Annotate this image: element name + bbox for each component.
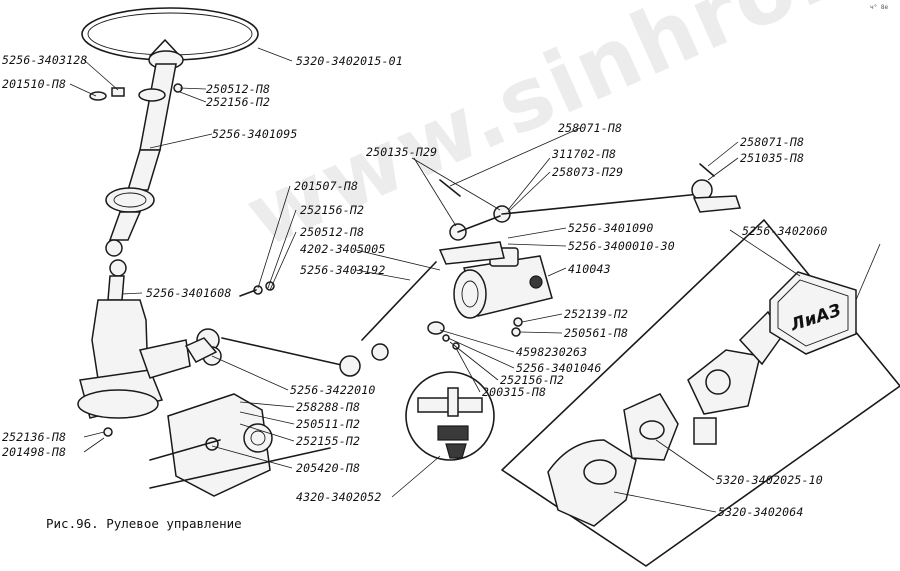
- callout-label: 4598230263: [516, 345, 588, 359]
- callout-label: 250512-П8: [206, 82, 271, 96]
- callout-label: 311702-П8: [552, 147, 617, 161]
- callout-label: 5320-3402064: [718, 505, 804, 519]
- exploded-view: [501, 219, 900, 567]
- drag-link: [449, 179, 742, 241]
- callout-label: 258071-П8: [558, 121, 623, 135]
- callout-label: 250511-П2: [296, 417, 361, 431]
- callout-label: 250512-П8: [300, 225, 365, 239]
- callout-label: 5256-3422010: [290, 383, 376, 397]
- callout-label: 252136-П8: [2, 430, 67, 444]
- callout-label: 5256-3402060: [742, 224, 828, 238]
- callout-label: 252155-П2: [296, 434, 361, 448]
- callout-label: 5256-3403192: [300, 263, 386, 277]
- callout-label: 205420-П8: [296, 461, 361, 475]
- callout-label: 252156-П2: [206, 95, 271, 109]
- callout-label: 252156-П2: [500, 373, 565, 387]
- frame-bracket: [149, 393, 331, 497]
- detail-view: [405, 371, 495, 461]
- column-bracket: [77, 299, 191, 419]
- callout-label: 258071-П8: [740, 135, 805, 149]
- steering-gear: [361, 241, 553, 341]
- callout-label: 258288-П8: [296, 400, 361, 414]
- leader-lines: [69, 47, 881, 513]
- callout-label: 201510-П8: [2, 77, 67, 91]
- callout-label: 4320-3402052: [296, 490, 382, 504]
- cardan-shaft: [184, 328, 389, 377]
- callout-label: 201507-П8: [294, 179, 359, 193]
- callout-label: 200315-П8: [482, 385, 547, 399]
- callout-label: 201498-П8: [2, 445, 67, 459]
- callout-label: 251035-П8: [740, 151, 805, 165]
- callout-label: 5320-3402015-01: [296, 54, 403, 68]
- corner-note: ч° 8е: [870, 4, 889, 11]
- callout-label: 5256-3401090: [568, 221, 654, 235]
- callout-label: 4202-3405005: [300, 242, 386, 256]
- fasteners: [89, 83, 715, 437]
- figure-caption: Рис.96. Рулевое управление: [46, 516, 242, 531]
- callout-label: 5256-3401046: [516, 361, 602, 375]
- callout-label: 5256-3403128: [2, 53, 88, 67]
- callout-label: 5320-3402025-10: [716, 473, 823, 487]
- steering-wheel: [81, 7, 259, 70]
- callout-label: 250135-П29: [366, 145, 438, 159]
- callout-label: 252139-П2: [564, 307, 629, 321]
- callout-label: 5256-3400010-30: [568, 239, 675, 253]
- liaz-badge: [769, 271, 857, 355]
- callout-label: 258073-П29: [552, 165, 624, 179]
- callout-label: 5256-3401095: [212, 127, 298, 141]
- steering-column: [105, 63, 177, 301]
- callout-label: 252156-П2: [300, 203, 365, 217]
- callout-label: 250561-П8: [564, 326, 629, 340]
- callout-label: 410043: [568, 262, 611, 276]
- callout-label: 5256-3401608: [146, 286, 232, 300]
